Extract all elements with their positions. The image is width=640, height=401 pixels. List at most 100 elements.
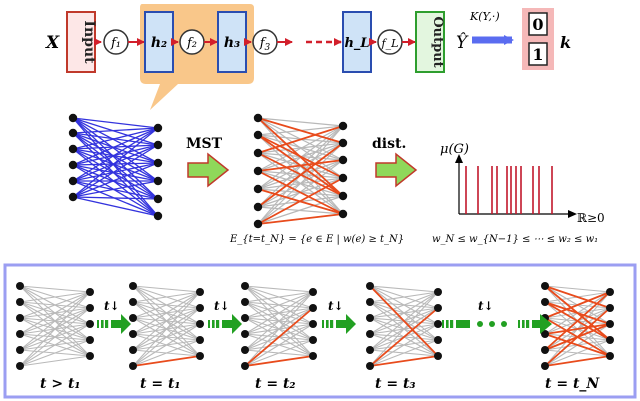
- node: [196, 320, 204, 328]
- edge-set-formula: E_{t=t_N} = {e ∈ E | w(e) ≥ t_N}: [229, 234, 404, 245]
- node: [541, 330, 549, 338]
- edge-gray: [257, 117, 344, 127]
- node: [338, 155, 348, 165]
- edge-gray: [132, 291, 201, 351]
- edge-blue: [72, 117, 159, 146]
- filtration-graph-1: [129, 282, 204, 370]
- ellipsis-dot: [489, 321, 495, 327]
- edge-blue: [72, 127, 159, 150]
- class-box-0: [528, 12, 548, 36]
- node: [16, 362, 24, 370]
- node: [253, 113, 263, 123]
- arrow-body: [532, 320, 540, 328]
- edge-gray: [244, 323, 314, 367]
- arrow-dash: [522, 320, 525, 328]
- step-label: t↓: [328, 299, 344, 313]
- input-label: Input: [81, 20, 97, 64]
- edge-red: [257, 117, 344, 144]
- edge-red: [544, 323, 611, 351]
- edge-red: [257, 117, 344, 197]
- node: [606, 352, 614, 360]
- node: [153, 211, 163, 221]
- edge-blue: [72, 117, 159, 217]
- edge-gray: [19, 307, 91, 367]
- edge-blue: [72, 132, 159, 164]
- node: [241, 314, 249, 322]
- arrow-head: [346, 314, 356, 334]
- arrow-body: [456, 320, 470, 328]
- node: [129, 346, 137, 354]
- edge-blue: [72, 164, 159, 182]
- edge-red: [544, 291, 611, 319]
- node: [366, 362, 374, 370]
- arrow-dash: [97, 320, 99, 328]
- mst-label: MST: [186, 136, 223, 152]
- edge-gray: [369, 291, 439, 335]
- node: [309, 304, 317, 312]
- edge-gray: [369, 323, 439, 367]
- edge-gray: [132, 291, 201, 367]
- weight-order: w_N ≤ w_{N−1} ≤ ⋯ ≤ w₂ ≤ w₁: [432, 234, 598, 245]
- edge-blue: [72, 144, 159, 198]
- edge-blue: [72, 180, 159, 200]
- edge-gray: [369, 291, 439, 303]
- node: [434, 320, 442, 328]
- edge-gray: [244, 291, 314, 351]
- node: [541, 346, 549, 354]
- node: [129, 314, 137, 322]
- edge-blue: [72, 127, 159, 198]
- edge-gray: [19, 355, 91, 367]
- arrow-dash: [446, 320, 449, 328]
- node: [253, 148, 263, 158]
- filtration-step-arrows: t↓t↓t↓t↓: [97, 299, 552, 334]
- edge-gray: [19, 291, 91, 351]
- edge-blue: [72, 117, 159, 129]
- edge-gray: [132, 291, 201, 319]
- f1-label: f₁: [110, 36, 121, 51]
- arrow-body: [111, 320, 121, 328]
- hL-box: [342, 11, 372, 73]
- arrow-dash: [212, 320, 215, 328]
- filtration-label-1: t = t₁: [140, 376, 181, 392]
- node: [606, 288, 614, 296]
- node: [16, 314, 24, 322]
- node: [86, 320, 94, 328]
- node: [253, 219, 263, 229]
- node: [129, 298, 137, 306]
- arrow-dash: [216, 320, 220, 328]
- edge-blue: [72, 127, 159, 166]
- edge-gray: [544, 285, 611, 293]
- edge-gray: [544, 339, 611, 367]
- node: [16, 282, 24, 290]
- node: [253, 166, 263, 176]
- node: [153, 176, 163, 186]
- node: [366, 314, 374, 322]
- edge-red: [257, 125, 344, 154]
- edge-gray: [19, 285, 91, 293]
- node: [434, 288, 442, 296]
- edge-gray: [369, 285, 439, 293]
- edge-red: [257, 213, 344, 225]
- node: [129, 362, 137, 370]
- distribution-plot: μ(G) ℝ≥0 w_N ≤ w_{N−1} ≤ ⋯ ≤ w₂ ≤ w₁: [432, 142, 605, 245]
- arrow-dash: [101, 320, 104, 328]
- edge-gray: [19, 291, 91, 335]
- node: [241, 282, 249, 290]
- ellipsis-dot: [477, 321, 483, 327]
- edge-blue: [72, 162, 159, 182]
- edge-gray: [244, 291, 314, 335]
- node: [241, 298, 249, 306]
- arrow-dash: [526, 320, 530, 328]
- edge-blue: [72, 127, 159, 134]
- edge-blue: [72, 164, 159, 200]
- step-label: t↓: [478, 299, 494, 313]
- edge-red: [544, 301, 611, 325]
- node: [86, 304, 94, 312]
- node: [366, 346, 374, 354]
- edge-gray: [257, 142, 344, 225]
- edge-blue: [72, 148, 159, 164]
- domain-label: ℝ≥0: [577, 211, 605, 225]
- edge-gray: [19, 291, 91, 303]
- f3-label: f3: [259, 36, 271, 53]
- edge-blue: [72, 180, 159, 198]
